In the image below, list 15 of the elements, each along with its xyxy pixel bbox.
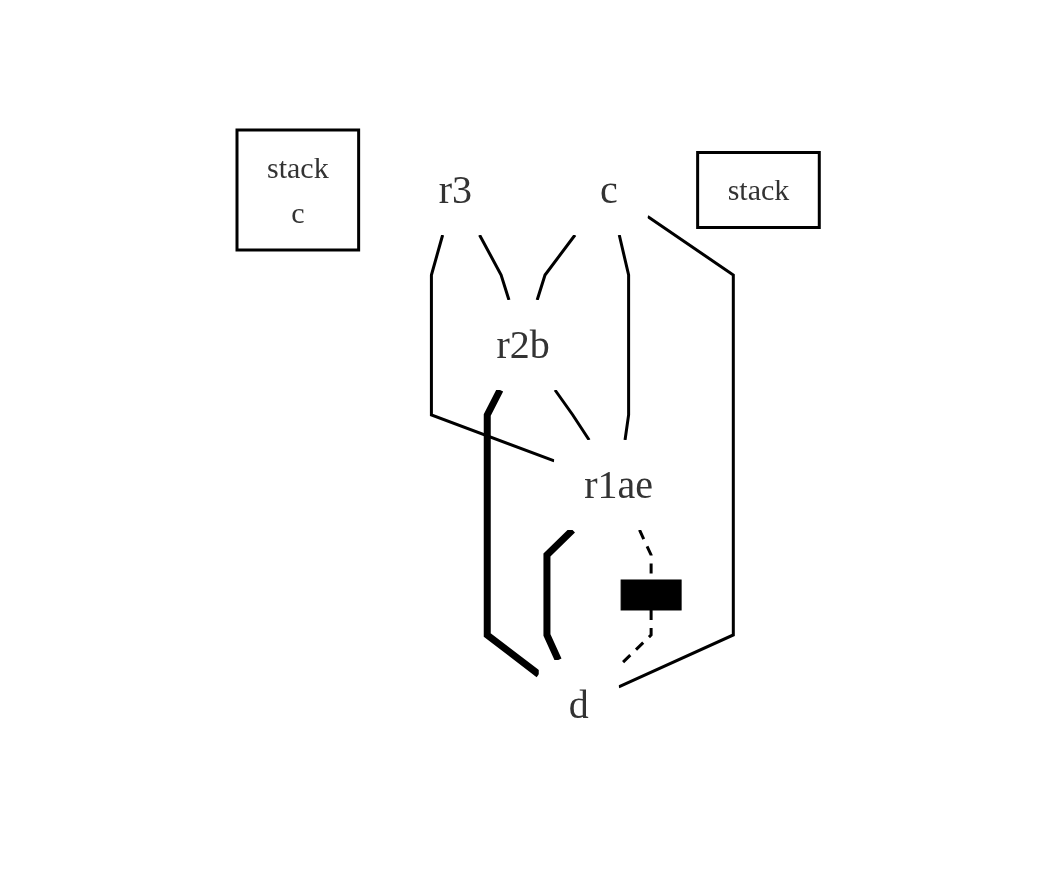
connector bbox=[430, 234, 556, 462]
connector bbox=[543, 527, 576, 661]
connector bbox=[618, 234, 631, 440]
node-box: stack c bbox=[235, 128, 361, 251]
connector bbox=[554, 388, 591, 441]
node-box: stack bbox=[696, 150, 822, 229]
node-bar bbox=[620, 579, 682, 610]
connector bbox=[618, 214, 736, 688]
connector bbox=[478, 233, 511, 300]
node-text: r1ae bbox=[584, 461, 654, 507]
node-text: d bbox=[569, 681, 590, 727]
connector bbox=[536, 233, 577, 300]
node-text: c bbox=[600, 166, 618, 212]
node-text: r2b bbox=[496, 321, 551, 367]
node-text: r3 bbox=[439, 166, 473, 212]
